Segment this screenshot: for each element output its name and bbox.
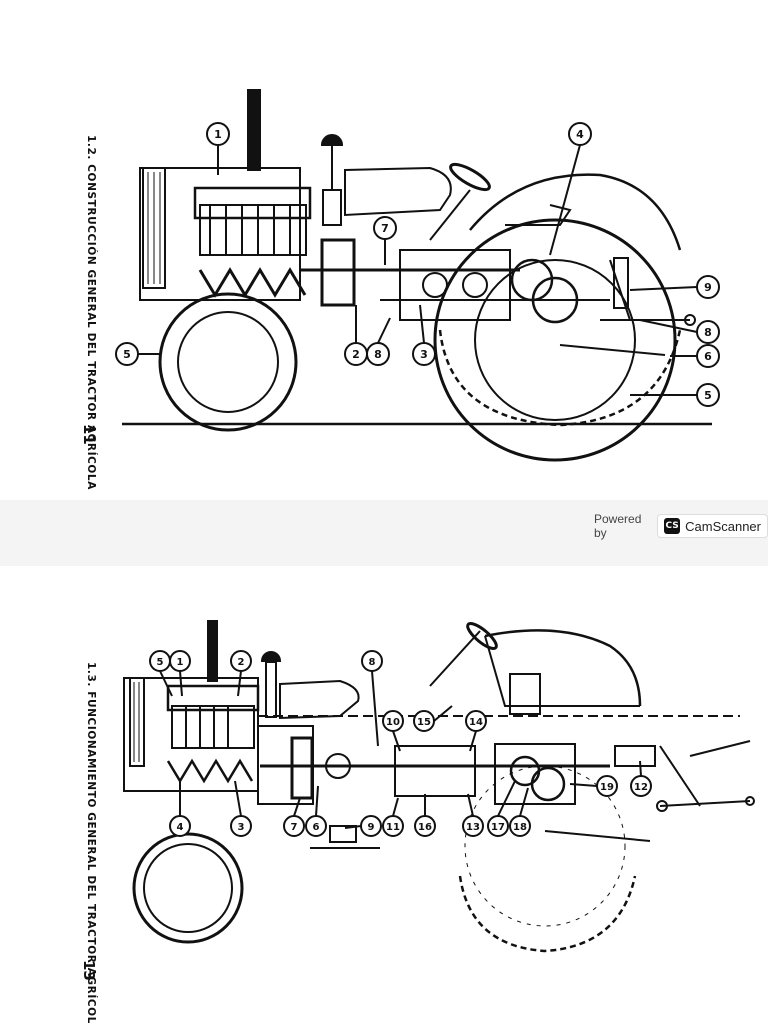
callout-5: 5 (123, 348, 131, 361)
callout-7: 7 (291, 822, 298, 833)
exhaust-pipe (247, 89, 261, 171)
rear-axle-housing (494, 743, 576, 805)
callout-9: 9 (368, 822, 375, 833)
callout-11: 11 (386, 822, 400, 833)
callout-8: 8 (369, 657, 376, 668)
camscanner-watermark: Powered by CS CamScanner (594, 512, 768, 540)
callout-6: 6 (313, 822, 320, 833)
callout-10: 10 (386, 717, 400, 728)
crankshaft (198, 267, 307, 298)
air-filter (322, 189, 342, 226)
callout-18: 18 (513, 822, 527, 833)
front-wheel (158, 292, 298, 432)
callout-1: 1 (214, 128, 222, 141)
tractor-function-diagram: 5 1 2 8 10 15 14 4 3 7 6 9 11 16 13 17 1… (123, 620, 755, 953)
callout-6: 6 (704, 350, 712, 363)
bottom-page-number: 13 (80, 960, 98, 981)
front-wheel (132, 832, 244, 944)
callout-labels: 1 4 7 5 2 8 3 9 8 6 5 (123, 128, 712, 402)
callout-5b: 5 (704, 389, 712, 402)
callout-17: 17 (491, 822, 505, 833)
differential (509, 755, 541, 787)
callout-19: 19 (600, 782, 614, 793)
callouts (115, 122, 720, 407)
top-page: 1.2. CONSTRUCCIÓN GENERAL DEL TRACTOR AG… (0, 0, 768, 500)
callout-2: 2 (238, 657, 245, 668)
crankshaft (166, 758, 254, 784)
callout-14: 14 (469, 717, 483, 728)
page-gap (0, 500, 768, 566)
seat (505, 204, 572, 226)
steering-wheel (466, 622, 498, 650)
callout-9: 9 (704, 281, 712, 294)
callout-8b: 8 (704, 326, 712, 339)
callout-13: 13 (466, 822, 480, 833)
air-intake (265, 661, 277, 718)
radiator (129, 677, 145, 767)
tractor-construction-diagram: 1 4 7 5 2 8 3 9 8 6 5 (115, 89, 720, 462)
powered-by-label: Powered by (594, 512, 642, 540)
engine-head (193, 186, 312, 220)
rear-wheel (433, 218, 677, 462)
steering-wheel (449, 162, 491, 192)
callout-16: 16 (418, 822, 432, 833)
engine-frame (139, 167, 301, 301)
rear-fender (469, 173, 682, 251)
fuel-tank (279, 679, 360, 720)
seat-post (509, 673, 541, 715)
callout-4: 4 (177, 822, 184, 833)
callout-1: 1 (177, 657, 184, 668)
engine-block (199, 204, 307, 256)
gearbox (399, 249, 511, 321)
fuel-tank (344, 166, 452, 217)
callout-7: 7 (381, 222, 389, 235)
callout-12: 12 (634, 782, 648, 793)
camscanner-brand: CamScanner (685, 518, 761, 534)
callout-4: 4 (576, 128, 584, 141)
clutch (320, 238, 356, 307)
callout-8: 8 (374, 348, 382, 361)
clutch (290, 736, 314, 800)
callouts (149, 650, 652, 837)
exhaust-pipe (207, 620, 218, 682)
rear-wheel (458, 875, 637, 953)
top-page-number: 11 (80, 424, 98, 445)
callout-5: 5 (157, 657, 164, 668)
camscanner-logo-icon: CS (664, 518, 681, 534)
camscanner-badge: CS CamScanner (657, 514, 768, 538)
gearbox (394, 745, 476, 797)
callout-labels: 5 1 2 8 10 15 14 4 3 7 6 9 11 16 13 17 1… (157, 657, 648, 833)
callout-2: 2 (352, 348, 360, 361)
callout-3: 3 (238, 822, 245, 833)
callout-3: 3 (420, 348, 428, 361)
callout-15: 15 (417, 717, 431, 728)
rear-fender (484, 629, 642, 707)
bottom-page: 1.3. FUNCIONAMIENTO GENERAL DEL TRACTOR … (0, 566, 768, 1024)
